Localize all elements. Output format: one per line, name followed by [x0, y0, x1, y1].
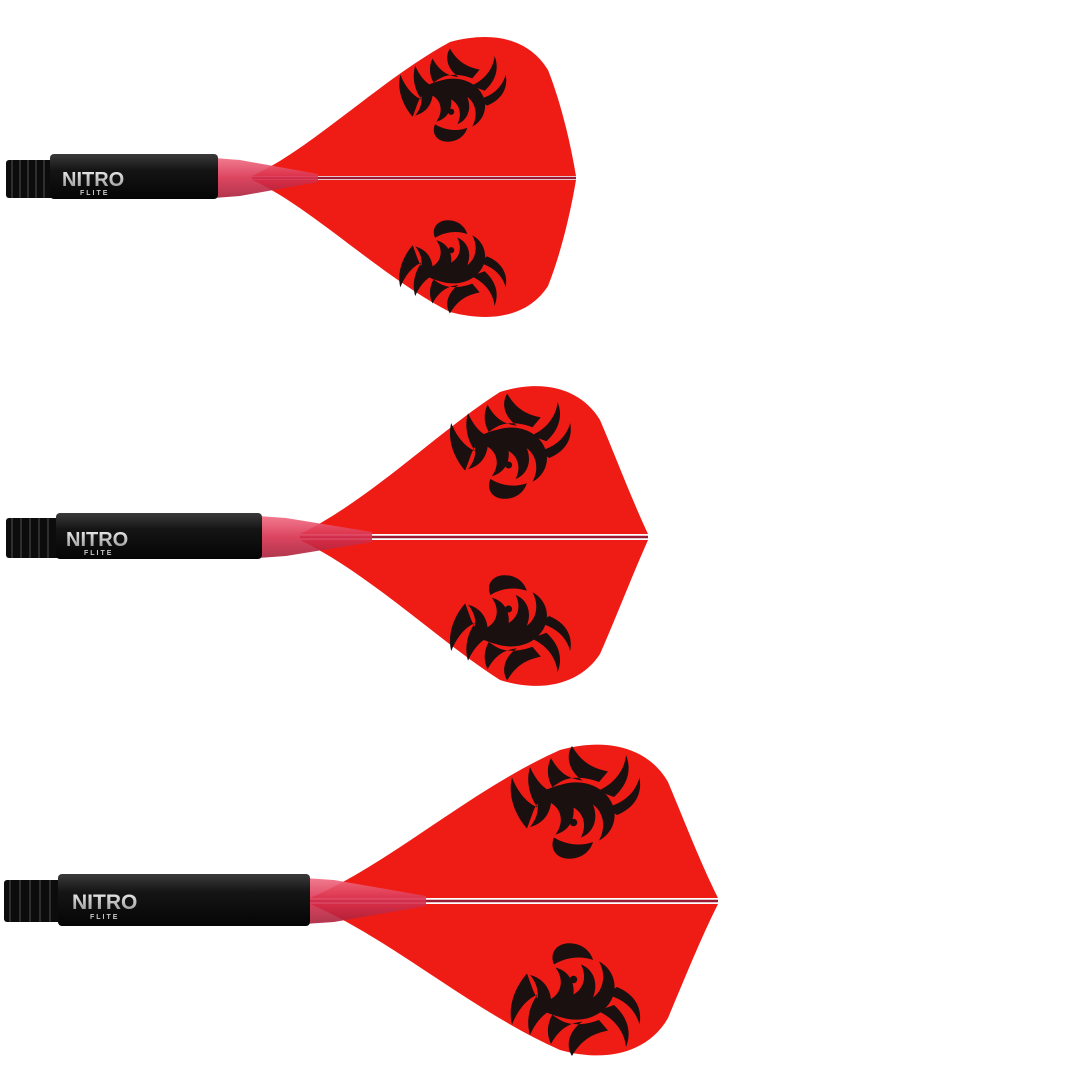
dart-2-connector: [258, 516, 372, 558]
dart-1-flight: [252, 37, 576, 317]
dart-2-shaft: [56, 513, 262, 559]
dart-3-brand-logo: NITRO: [72, 891, 137, 914]
dart-1-thread: [6, 160, 54, 198]
dart-1-connector: [214, 158, 318, 198]
dart-2-brand-logo: NITRO: [66, 529, 128, 551]
dart-2: NITRO FLITE: [6, 386, 648, 686]
dart-1-brand-sub: FLITE: [80, 190, 109, 197]
dart-1: NITRO FLITE: [6, 37, 576, 317]
dart-3-brand-sub: FLITE: [90, 914, 119, 921]
dart-3-flight-lower-wing: [310, 904, 718, 1056]
dart-3-shaft: [58, 874, 310, 926]
dart-1-flight-lower-wing: [252, 180, 576, 317]
dart-1-shaft: [50, 154, 218, 199]
dart-3-flight: [310, 744, 718, 1056]
dart-2-thread: [6, 518, 60, 558]
dart-2-brand-sub: FLITE: [84, 550, 113, 557]
dart-2-flight: [300, 386, 648, 686]
dart-3-flight-upper-wing: [310, 744, 718, 898]
dart-1-brand-logo: NITRO: [62, 169, 124, 191]
dart-3-connector: [304, 878, 426, 924]
dart-3: NITRO FLITE: [4, 744, 718, 1056]
dart-3-thread: [4, 880, 62, 922]
